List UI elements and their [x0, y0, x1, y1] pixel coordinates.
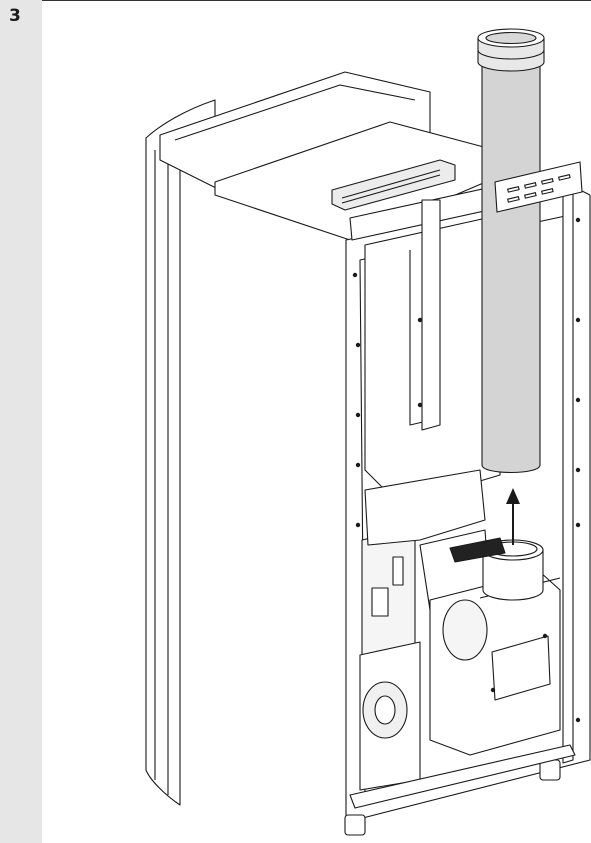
side-panel [145, 99, 216, 806]
foot-left [344, 814, 366, 836]
handle-grip [449, 537, 506, 563]
step-sidebar: 3 [0, 0, 42, 843]
flue-pipe [481, 61, 541, 473]
top-rule [0, 0, 591, 1]
stove-illustration [145, 28, 591, 836]
bracket-strip [421, 199, 441, 431]
chamber-plate [491, 635, 551, 701]
arrow-up-icon [506, 488, 520, 545]
step-number: 3 [9, 6, 21, 26]
